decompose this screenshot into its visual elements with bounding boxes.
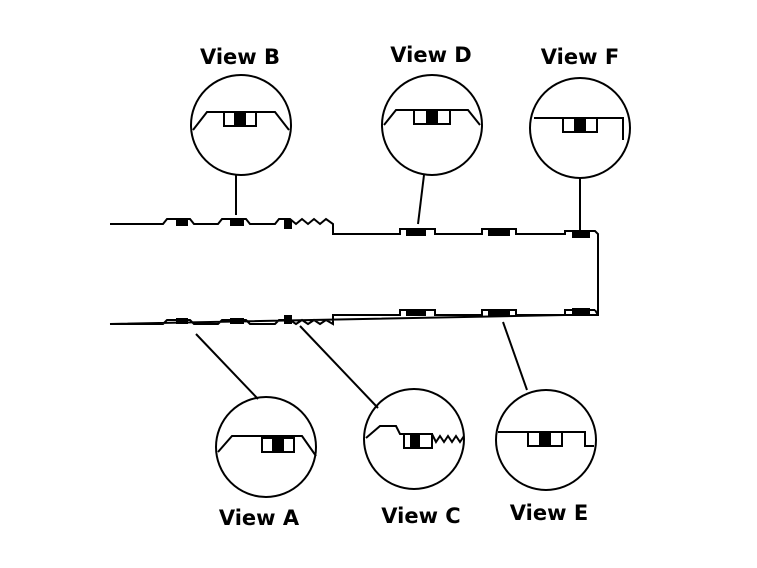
- label-view-e: View E: [510, 501, 588, 525]
- label-view-b: View B: [200, 45, 280, 69]
- detail-view-e: [495, 389, 597, 491]
- detail-view-a: [215, 396, 317, 498]
- label-view-f: View F: [541, 45, 619, 69]
- leader-lines: [195, 174, 581, 409]
- leader-e: [502, 321, 528, 391]
- detail-view-d: [381, 74, 483, 176]
- label-view-d: View D: [390, 43, 471, 67]
- leader-c: [299, 325, 379, 409]
- leader-a: [195, 333, 259, 400]
- shaft-body: [109, 217, 599, 326]
- detail-view-c: [363, 388, 465, 490]
- label-view-c: View C: [381, 504, 460, 528]
- detail-view-b: [190, 74, 292, 176]
- leader-d: [417, 174, 425, 225]
- label-view-a: View A: [219, 506, 300, 530]
- detail-view-f: [529, 77, 631, 179]
